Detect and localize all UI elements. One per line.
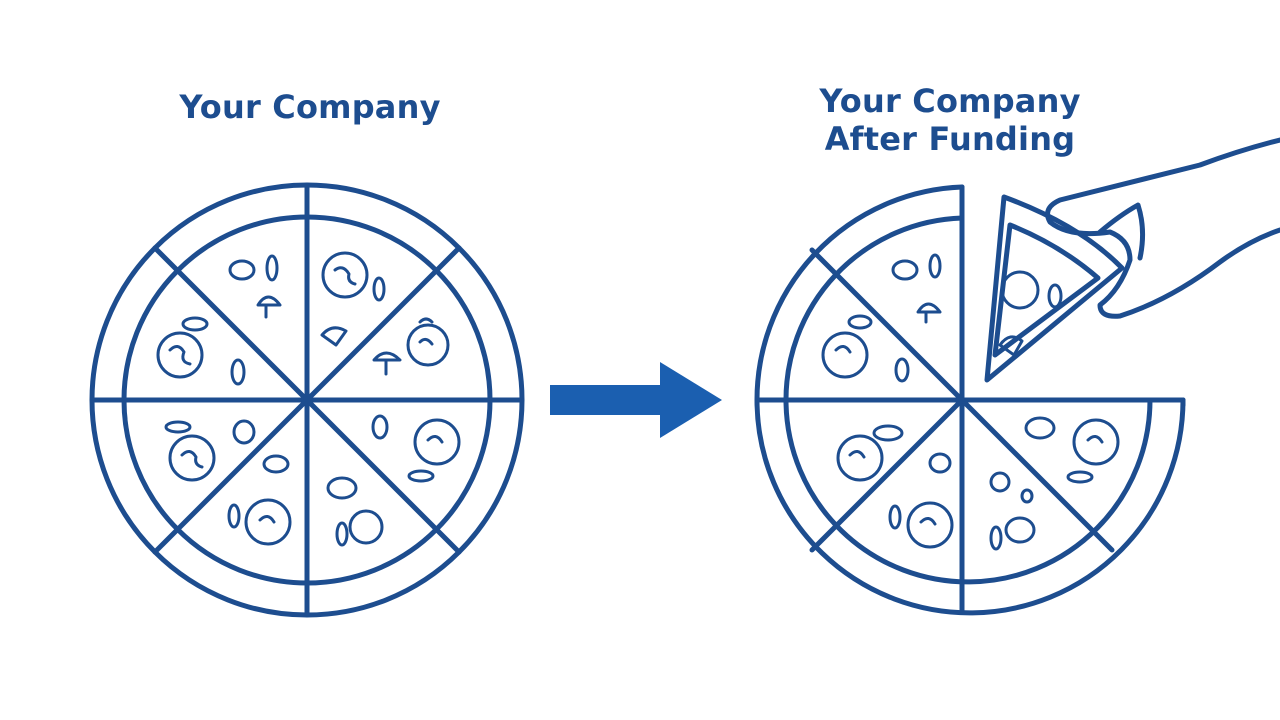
title-after-funding-line2: After Funding	[824, 120, 1076, 158]
hand-icon	[1045, 137, 1280, 319]
pizza-icon	[89, 182, 525, 618]
pizza-toppings-left	[156, 251, 461, 547]
arrow-right-icon	[550, 362, 722, 438]
pizza-icon-remaining	[754, 184, 1186, 616]
title-after-funding-line1: Your Company	[819, 82, 1081, 120]
title-your-company: Your Company	[179, 88, 441, 126]
pizza-slice-icon	[984, 194, 1125, 383]
pizza-toppings-right	[821, 253, 1120, 551]
title-after-funding: Your Company After Funding	[770, 82, 1130, 158]
